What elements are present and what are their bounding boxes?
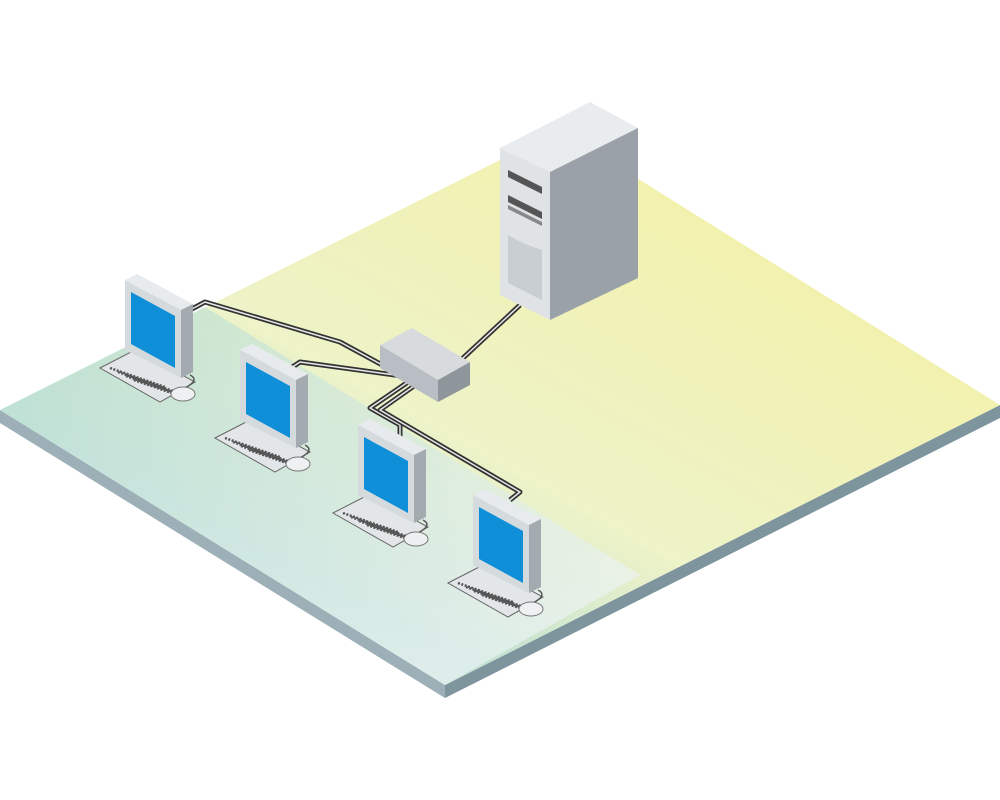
switch-top (380, 328, 470, 380)
monitor-top (473, 489, 541, 525)
keyboard-keys (342, 511, 399, 534)
keyboard-keys (125, 374, 182, 397)
monitor-top (358, 419, 426, 455)
monitor-top (240, 344, 308, 380)
mouse (403, 531, 429, 547)
keyboard-keys (117, 370, 174, 393)
mouse-cord (184, 374, 195, 389)
monitor-side (296, 374, 308, 448)
cable-highlight (379, 385, 521, 501)
switch-side (438, 362, 470, 402)
keyboard-keys (133, 378, 190, 401)
keyboard-keys (224, 436, 281, 459)
monitor-screen (364, 437, 408, 513)
floor-edge-right (445, 405, 1000, 698)
keyboard-keys (350, 515, 407, 538)
keyboard-keys (248, 448, 305, 471)
monitor-side (529, 519, 541, 593)
server-front (500, 148, 550, 320)
switch-front (380, 345, 438, 402)
server-tower (500, 102, 638, 320)
keyboard (446, 564, 545, 618)
monitor-screen (479, 507, 523, 583)
floor-edge-left (0, 410, 445, 698)
keyboard-keys (240, 444, 297, 467)
server-drive-bay-2 (508, 195, 542, 219)
keyboard-keys (465, 585, 522, 608)
keyboard-keys (457, 581, 514, 604)
server-front-panel (508, 235, 542, 300)
mouse (518, 601, 544, 617)
monitor-side (181, 304, 193, 378)
cable-highlight (369, 381, 409, 438)
keyboard-keys (366, 523, 423, 546)
kvm-switch (380, 328, 470, 402)
keyboard-keys (358, 519, 415, 542)
server-side (550, 128, 638, 320)
keyboard-keys (109, 366, 166, 389)
keyboard-keys (232, 440, 289, 463)
workstation (98, 274, 197, 403)
workstation (213, 344, 312, 473)
keyboard-keys (473, 589, 530, 612)
keyboard (98, 349, 197, 403)
keyboard (213, 419, 312, 473)
server-drive-bay-1 (508, 170, 542, 194)
mouse (170, 386, 196, 402)
server-drive-bay-3 (508, 205, 542, 226)
monitor-screen (131, 292, 175, 368)
workstation (331, 419, 430, 548)
monitor-side (414, 449, 426, 523)
keyboard (331, 494, 430, 548)
workstation (446, 489, 545, 618)
keyboard-keys (481, 593, 538, 616)
monitor-screen (246, 362, 290, 438)
workstations (98, 274, 545, 618)
cable-highlight (189, 301, 396, 373)
monitor-top (125, 274, 193, 310)
mouse (285, 456, 311, 472)
server-top (500, 102, 638, 172)
mouse-cord (299, 444, 310, 459)
mouse-cord (532, 589, 543, 604)
mouse-cord (417, 519, 428, 534)
